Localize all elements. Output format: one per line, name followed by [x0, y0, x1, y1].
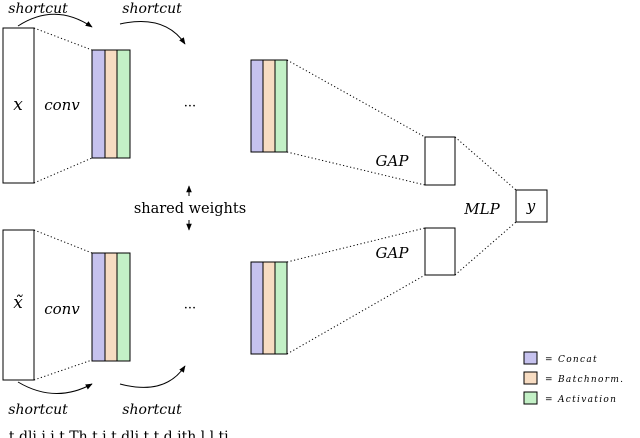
top-gap-label: GAP — [376, 152, 410, 170]
legend-swatch-batchnorm — [523, 371, 538, 385]
bottom-shortcut-arrow-1 — [17, 381, 93, 394]
legend-item-activation: = Activation — [523, 391, 617, 405]
cropped-caption-text: ..t dli i i t Th t i t dli t t d ith l l… — [0, 429, 229, 438]
legend-label-activation: = Activation — [545, 395, 617, 405]
mlp-connector-top — [454, 136, 517, 191]
top-branch: x conv shortcut shortcut ··· GAP — [2, 1, 456, 186]
top-block-last — [250, 59, 288, 153]
top-shortcut-label-2: shortcut — [122, 1, 182, 17]
top-input-label: x — [13, 95, 23, 115]
bottom-ellipsis: ··· — [184, 301, 196, 316]
top-gap-projection-upper — [286, 59, 426, 138]
mlp-connector-bottom — [454, 221, 517, 276]
bottom-input-label: x̃ — [13, 293, 23, 313]
bottom-gap-label: GAP — [376, 244, 410, 262]
top-input-box — [2, 27, 35, 184]
legend: = Concat = Batchnorm. = Activation — [523, 351, 624, 405]
concat-layer — [91, 49, 106, 159]
bottom-projection-upper — [33, 229, 93, 254]
bottom-block-1 — [91, 252, 131, 362]
output-node: y — [515, 189, 548, 223]
bottom-shortcut-label-2: shortcut — [122, 402, 182, 418]
top-ellipsis: ··· — [184, 99, 196, 114]
bottom-conv-label: conv — [44, 300, 80, 318]
shared-weights-indicator: shared weights — [134, 185, 246, 231]
legend-swatch-concat — [523, 351, 538, 365]
activation-layer — [274, 261, 288, 355]
legend-label-concat: = Concat — [545, 355, 598, 365]
top-conv-label: conv — [44, 96, 80, 114]
activation-layer — [116, 252, 131, 362]
top-projection-lower — [33, 157, 93, 184]
bottom-shortcut-label-1: shortcut — [8, 402, 68, 418]
batchnorm-layer — [262, 59, 276, 153]
bottom-block-last — [250, 261, 288, 355]
output-label: y — [526, 197, 536, 215]
batchnorm-layer — [104, 49, 118, 159]
top-projection-upper — [33, 27, 93, 51]
shared-weights-label: shared weights — [134, 201, 246, 217]
activation-layer — [274, 59, 288, 153]
bottom-gap-projection-lower — [286, 274, 426, 355]
bottom-gap-box — [424, 227, 456, 276]
top-gap-box — [424, 136, 456, 186]
output-box — [515, 189, 548, 223]
top-shortcut-label-1: shortcut — [8, 1, 68, 17]
legend-item-batchnorm: = Batchnorm. — [523, 371, 624, 385]
top-shortcut-arrow-2 — [119, 21, 186, 45]
mlp-label: MLP — [463, 200, 500, 218]
legend-label-batchnorm: = Batchnorm. — [545, 375, 624, 385]
concat-layer — [250, 261, 264, 355]
activation-layer — [116, 49, 131, 159]
legend-item-concat: = Concat — [523, 351, 598, 365]
bottom-input-box — [2, 229, 35, 381]
legend-swatch-activation — [523, 391, 538, 405]
bottom-shortcut-arrow-2 — [119, 365, 186, 388]
bottom-branch: x̃ conv shortcut shortcut ··· GAP — [2, 227, 456, 418]
batchnorm-layer — [104, 252, 118, 362]
batchnorm-layer — [262, 261, 276, 355]
concat-layer — [91, 252, 106, 362]
concat-layer — [250, 59, 264, 153]
top-block-1 — [91, 49, 131, 159]
top-shortcut-arrow-1 — [17, 13, 93, 28]
bottom-projection-lower — [33, 359, 93, 381]
